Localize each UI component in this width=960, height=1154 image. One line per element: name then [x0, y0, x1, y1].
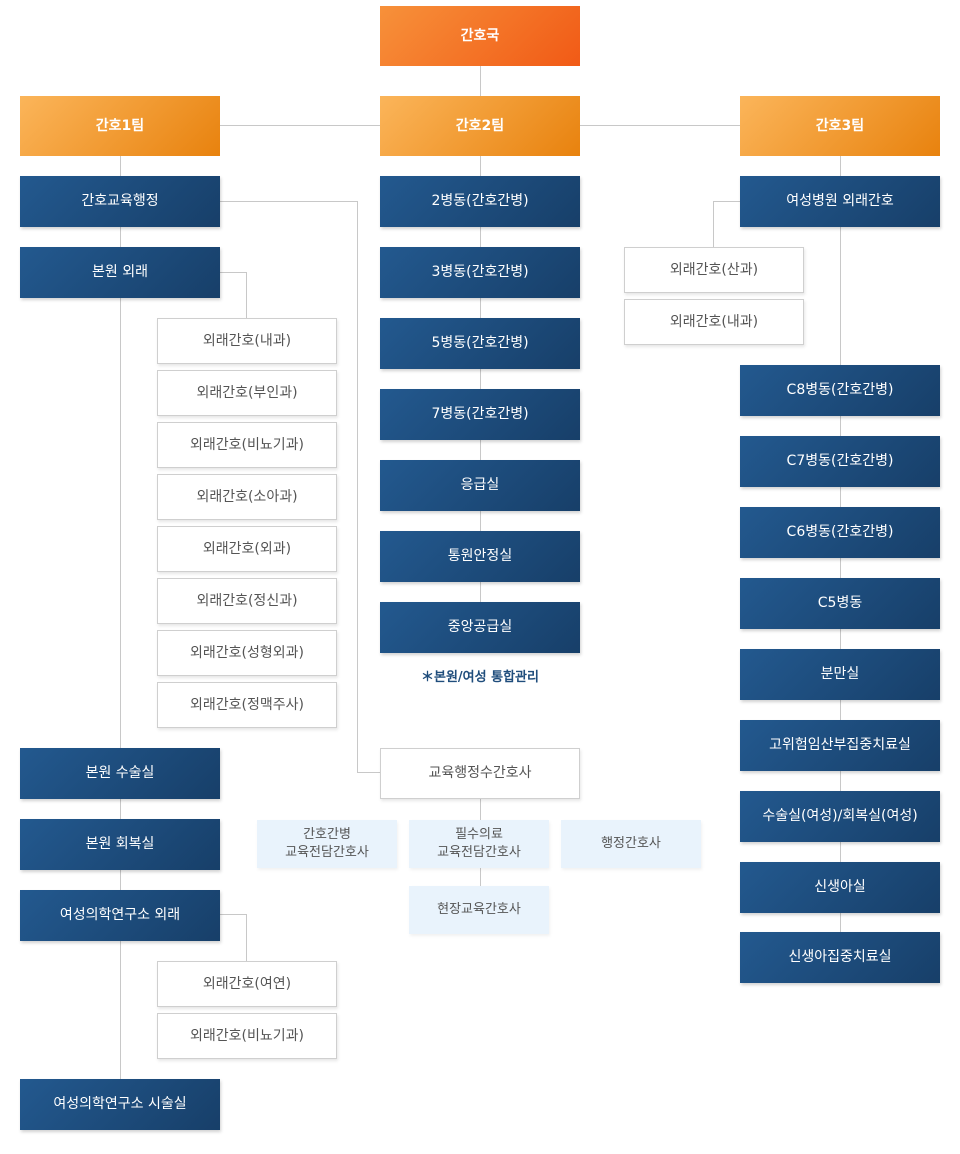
- outpatient-sub-box: 외래간호(비뇨기과): [157, 422, 337, 468]
- outpatient-sub-box: 외래간호(정신과): [157, 578, 337, 624]
- womens-hospital-outpatient-box: 여성병원 외래간호: [740, 176, 940, 227]
- outpatient-sub-box: 외래간호(소아과): [157, 474, 337, 520]
- education-head-nurse-box: 교육행정수간호사: [380, 748, 580, 799]
- womens-institute-procedure-box: 여성의학연구소 시술실: [20, 1079, 220, 1130]
- connector-line: [357, 201, 358, 773]
- nursing-department-box: 간호국: [380, 6, 580, 66]
- ward-box: 2병동(간호간병): [380, 176, 580, 227]
- integrated-management-note: ＊본원/여성 통합관리: [421, 670, 539, 685]
- high-risk-maternity-icu-box: 고위험임산부집중치료실: [740, 720, 940, 771]
- main-recovery-room-box: 본원 회복실: [20, 819, 220, 870]
- ward-box: 5병동(간호간병): [380, 318, 580, 369]
- womens-outpatient-sub-box: 외래간호(내과): [624, 299, 804, 345]
- nursing-team-2-box: 간호2팀: [380, 96, 580, 156]
- outpatient-sub-box: 외래간호(성형외과): [157, 630, 337, 676]
- connector-line: [120, 156, 121, 1080]
- womens-operating-recovery-box: 수술실(여성)/회복실(여성): [740, 791, 940, 842]
- main-outpatient-box: 본원 외래: [20, 247, 220, 298]
- outpatient-sub-box: 외래간호(정맥주사): [157, 682, 337, 728]
- main-operating-room-box: 본원 수술실: [20, 748, 220, 799]
- ward-box: C6병동(간호간병): [740, 507, 940, 558]
- education-member-box: 행정간호사: [561, 820, 701, 868]
- central-supply-box: 중앙공급실: [380, 602, 580, 653]
- education-member-box: 현장교육간호사: [409, 886, 549, 934]
- education-member-box: 간호간병 교육전담간호사: [257, 820, 397, 868]
- womens-institute-outpatient-box: 여성의학연구소 외래: [20, 890, 220, 941]
- education-admin-box: 간호교육행정: [20, 176, 220, 227]
- nursery-box: 신생아실: [740, 862, 940, 913]
- connector-line: [713, 201, 740, 202]
- ward-box: 7병동(간호간병): [380, 389, 580, 440]
- education-member-box: 필수의료 교육전담간호사: [409, 820, 549, 868]
- outpatient-sub-box: 외래간호(내과): [157, 318, 337, 364]
- outpatient-recovery-box: 통원안정실: [380, 531, 580, 582]
- connector-line: [246, 914, 247, 961]
- womens-outpatient-sub-box: 외래간호(비뇨기과): [157, 1013, 337, 1059]
- womens-outpatient-sub-box: 외래간호(산과): [624, 247, 804, 293]
- womens-outpatient-sub-box: 외래간호(여연): [157, 961, 337, 1007]
- ward-box: C5병동: [740, 578, 940, 629]
- connector-line: [220, 201, 358, 202]
- emergency-room-box: 응급실: [380, 460, 580, 511]
- outpatient-sub-box: 외래간호(외과): [157, 526, 337, 572]
- outpatient-sub-box: 외래간호(부인과): [157, 370, 337, 416]
- delivery-room-box: 분만실: [740, 649, 940, 700]
- connector-line: [480, 66, 481, 96]
- connector-line: [713, 201, 714, 247]
- connector-line: [220, 125, 380, 126]
- connector-line: [357, 772, 380, 773]
- neonatal-icu-box: 신생아집중치료실: [740, 932, 940, 983]
- nursing-team-1-box: 간호1팀: [20, 96, 220, 156]
- ward-box: C7병동(간호간병): [740, 436, 940, 487]
- connector-line: [220, 272, 247, 273]
- nursing-team-3-box: 간호3팀: [740, 96, 940, 156]
- connector-line: [580, 125, 740, 126]
- connector-line: [246, 272, 247, 318]
- connector-line: [220, 914, 247, 915]
- ward-box: 3병동(간호간병): [380, 247, 580, 298]
- ward-box: C8병동(간호간병): [740, 365, 940, 416]
